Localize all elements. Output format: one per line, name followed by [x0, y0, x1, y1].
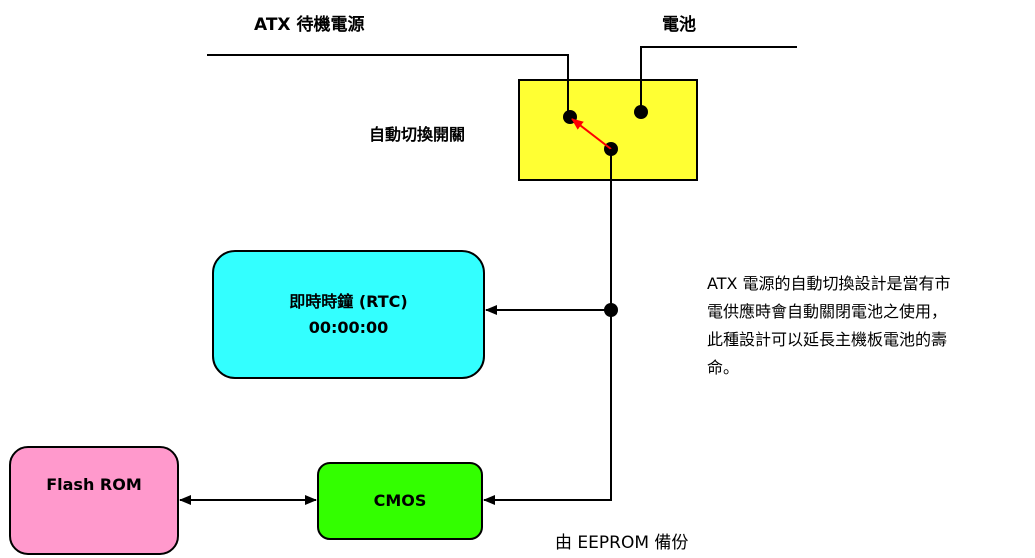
note-text: ATX 電源的自動切換設計是當有市 電供應時會自動關閉電池之使用， 此種設計可以… [707, 270, 951, 382]
flash-text: Flash ROM [10, 447, 178, 523]
battery-label: 電池 [662, 15, 696, 35]
battery-contact [634, 105, 648, 119]
cmos-box [317, 462, 483, 540]
atx-standby-line [207, 54, 569, 116]
cmos-text: CMOS [318, 463, 482, 539]
flash-label: Flash ROM [46, 475, 142, 494]
battery-line [640, 46, 797, 112]
note-line: 此種設計可以延長主機板電池的壽 [707, 330, 948, 349]
rtc-title: 即時時鐘 (RTC) [289, 291, 408, 311]
atx-standby-label: ATX 待機電源 [254, 15, 365, 35]
switch-arrow [571, 118, 612, 150]
rtc-time: 00:00:00 [308, 317, 389, 337]
auto-switch-label: 自動切換開關 [369, 125, 466, 144]
rtc-box [212, 250, 485, 379]
backup-label: 由 EEPROM 備份 [555, 533, 689, 553]
note-line: 電供應時會自動關閉電池之使用， [707, 302, 948, 321]
auto-switch-box [518, 79, 698, 181]
note-line: 命。 [707, 358, 740, 377]
flash-rom-box [9, 446, 179, 555]
cmos-label: CMOS [373, 491, 427, 510]
rtc-text: 即時時鐘 (RTC) 00:00:00 [213, 251, 484, 378]
note-line: ATX 電源的自動切換設計是當有市 [707, 274, 951, 293]
bus-line [483, 149, 612, 505]
